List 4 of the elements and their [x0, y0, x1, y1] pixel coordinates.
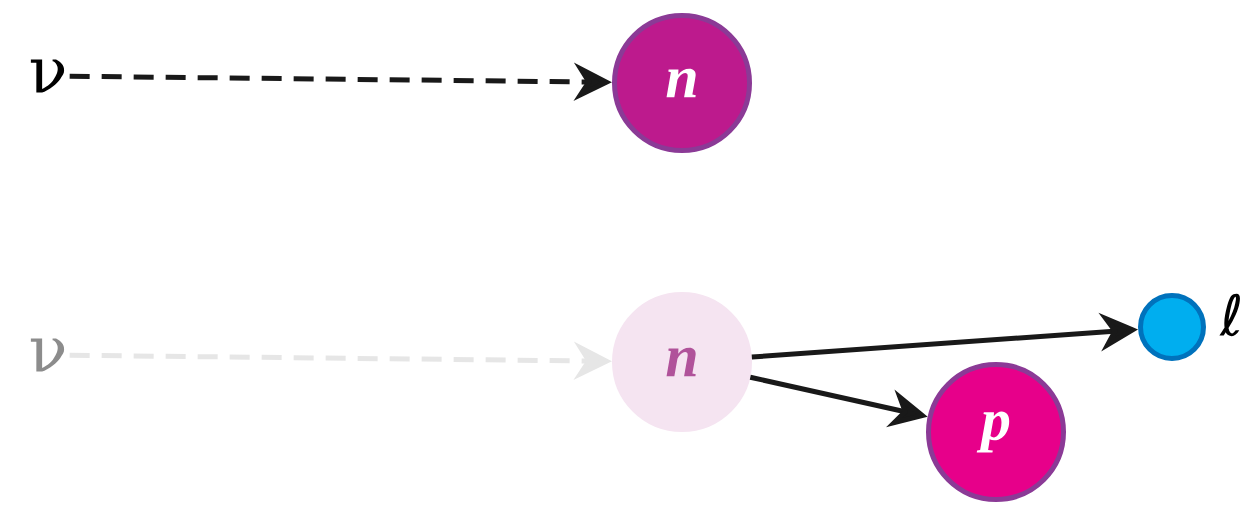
beside-label: ℓ [1219, 293, 1240, 337]
symbol-label: ν [30, 338, 65, 372]
symbol-label: ν [30, 59, 65, 93]
particle-circle [1138, 293, 1206, 361]
